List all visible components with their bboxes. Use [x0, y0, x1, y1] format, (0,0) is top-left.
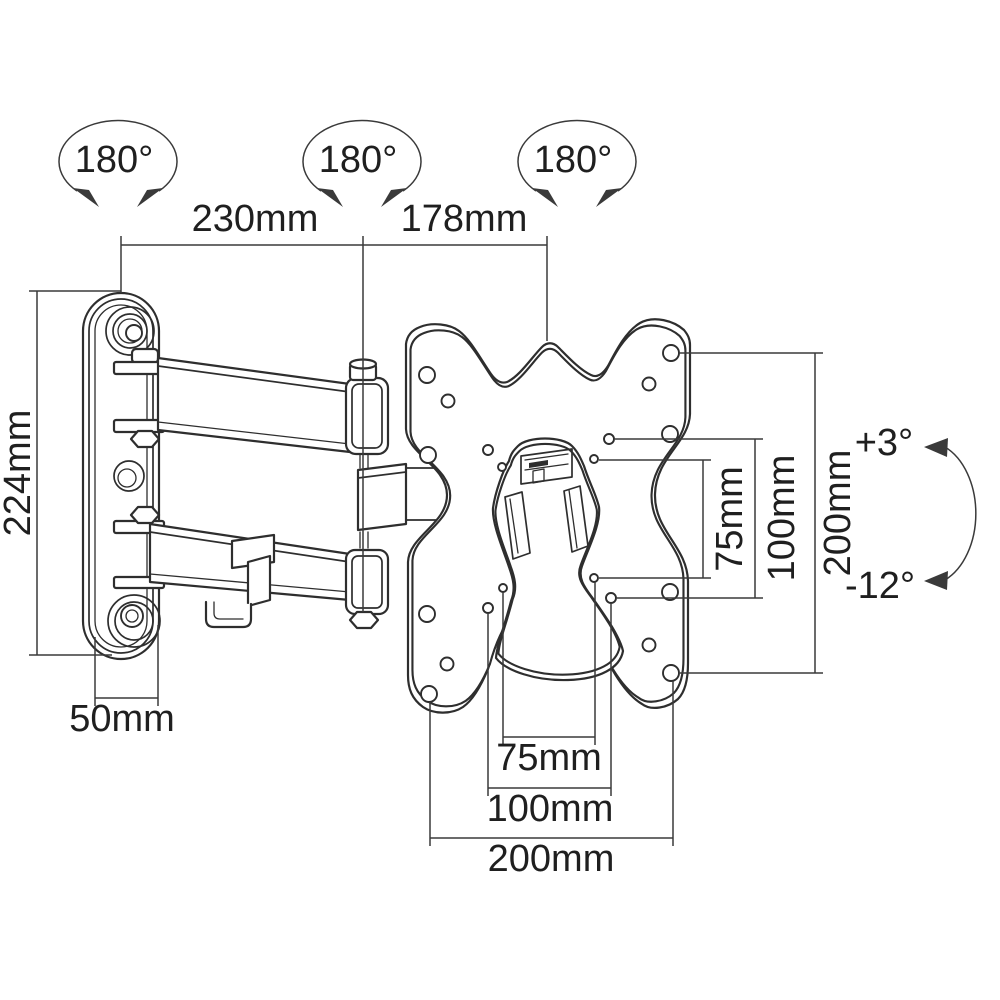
- dimension-annotations: 230mm 178mm 224mm 50mm 75mm: [0, 198, 859, 880]
- swivel-label-3: 180°: [534, 139, 613, 181]
- tilt-down-label: -12°: [845, 565, 915, 607]
- swivel-indicator-3: 180°: [517, 119, 637, 207]
- swivel-indicator-2: 180°: [302, 119, 422, 207]
- dim-right-200mm: 200mm: [679, 352, 859, 674]
- hex-nut-lower: [129, 505, 161, 525]
- adapter-slots: [504, 485, 589, 560]
- vesa-adapter: [482, 433, 625, 682]
- dim-top-178mm: 178mm: [363, 198, 548, 341]
- hex-nut-upper: [129, 429, 161, 449]
- swivel-indicator-1: 180°: [58, 119, 178, 207]
- adapter-holes: [482, 433, 617, 614]
- vesa-plate-holes: [418, 344, 680, 703]
- tilt-arrow-down-icon: [924, 571, 948, 590]
- dim-right-75mm: 75mm: [599, 459, 751, 579]
- swivel-label-2: 180°: [319, 139, 398, 181]
- bottom-pivot-boss: [107, 594, 161, 648]
- lock-mechanism: [520, 448, 573, 485]
- dim-left-224mm: 224mm: [0, 290, 121, 656]
- rotation-arrow-icon: [596, 188, 622, 207]
- rotation-arrow-icon: [317, 188, 343, 207]
- dim-bottom-100mm: 100mm: [487, 603, 614, 830]
- rotation-arrow-icon: [137, 188, 163, 207]
- cable-hook: [204, 533, 276, 629]
- wall-plate: [81, 291, 166, 661]
- dim-bottom-200mm: 200mm: [429, 681, 674, 880]
- articulating-arms: [148, 356, 447, 630]
- tilt-indicator: +3° -12°: [845, 422, 977, 607]
- dim-right-100mm: 100mm: [615, 438, 803, 599]
- dim-label-230mm: 230mm: [192, 198, 319, 240]
- dim-bottom-75mm: 75mm: [496, 582, 602, 779]
- dim-label-bottom-100mm: 100mm: [487, 788, 614, 830]
- link-bracket: [356, 462, 408, 532]
- dim-label-bottom-200mm: 200mm: [488, 838, 615, 880]
- swivel-indicators: 180° 180° 180°: [58, 119, 637, 207]
- dim-label-right-75mm: 75mm: [709, 466, 751, 572]
- rotation-arrow-icon: [532, 188, 558, 207]
- tilt-arrow-up-icon: [924, 438, 948, 457]
- dim-label-right-100mm: 100mm: [761, 455, 803, 582]
- tilt-up-label: +3°: [855, 422, 914, 464]
- dim-label-right-200mm: 200mm: [817, 450, 859, 577]
- dim-top-230mm: 230mm: [120, 198, 364, 612]
- dim-label-224mm: 224mm: [0, 410, 39, 537]
- rotation-arrow-icon: [73, 188, 99, 207]
- dim-label-50mm: 50mm: [69, 698, 175, 740]
- swivel-nut-bottom: [348, 610, 380, 630]
- dim-left-50mm: 50mm: [69, 625, 175, 740]
- top-pivot-boss: [105, 306, 155, 356]
- middle-mounting-hole: [113, 460, 145, 492]
- swivel-label-1: 180°: [75, 139, 154, 181]
- rotation-arrow-icon: [381, 188, 407, 207]
- dim-label-178mm: 178mm: [401, 198, 528, 240]
- dim-label-bottom-75mm: 75mm: [496, 737, 602, 779]
- upper-arm: [156, 356, 352, 454]
